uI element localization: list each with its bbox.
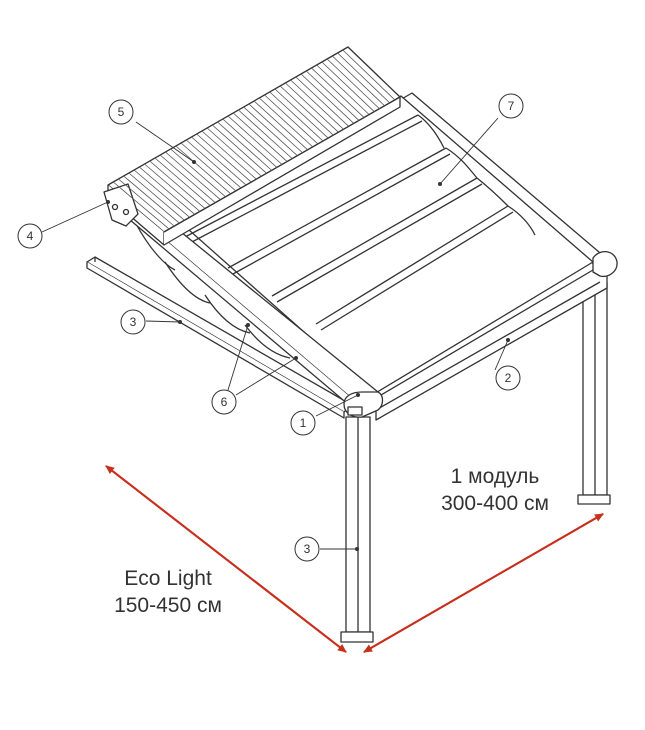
cassette-slat <box>332 55 385 107</box>
cassette-slat <box>222 118 278 168</box>
cassette-slat <box>112 181 170 230</box>
cassette-slat <box>165 151 221 201</box>
cassette-slat <box>259 97 314 148</box>
back-post <box>577 282 611 505</box>
cassette-slat <box>196 133 252 183</box>
cassette-slat <box>232 112 288 162</box>
cassette-slat <box>159 154 216 203</box>
callout-dots <box>106 160 510 551</box>
cassette-slat <box>305 70 360 121</box>
cassette-slat <box>311 67 365 118</box>
cassette-slat <box>238 109 293 159</box>
cassette-slat <box>180 142 237 192</box>
callout-5: 5 <box>108 99 134 125</box>
end-bracket <box>103 183 139 227</box>
cassette-slat <box>206 127 262 177</box>
cassette-slat <box>290 79 344 130</box>
cassette-slat <box>133 169 190 218</box>
cassette-slat <box>274 88 329 139</box>
cassette-slat <box>279 85 334 136</box>
cassette-slat <box>123 175 180 224</box>
depth-label-line1: Eco Light <box>124 567 212 590</box>
front-rail <box>375 269 608 421</box>
cassette-slats <box>112 49 396 230</box>
dimension-arrows <box>105 465 604 653</box>
cassette-slat <box>201 130 257 180</box>
cassette-slat <box>128 172 185 221</box>
callout-2: 2 <box>495 365 521 391</box>
callout-1: 1 <box>290 410 316 436</box>
callout-6-label: 6 <box>221 395 228 409</box>
cassette-slat <box>227 115 283 165</box>
cassette-slat <box>264 94 319 145</box>
cassette-slat <box>149 160 206 209</box>
cassette-slat <box>337 52 391 104</box>
width-label-line2: 300-400 см <box>441 492 549 515</box>
callout-4: 4 <box>17 223 43 249</box>
cassette-slat <box>170 148 226 198</box>
callout-3-beam: 3 <box>120 309 146 335</box>
cassette-slat <box>285 82 339 133</box>
depth-dimension-label: Eco Light 150-450 см <box>93 565 243 619</box>
cassette-slat <box>118 178 175 227</box>
cassette-slat <box>300 73 355 124</box>
callout-3-post-label: 3 <box>304 542 311 556</box>
width-dimension-label: 1 модуль 300-400 см <box>420 463 570 517</box>
cassette-slat <box>175 145 231 195</box>
cassette-slat <box>253 100 308 151</box>
callout-5-label: 5 <box>118 105 125 119</box>
cassette-slat <box>321 61 375 112</box>
width-label-line1: 1 модуль <box>450 465 540 488</box>
cassette-slat <box>243 106 298 156</box>
right-cap <box>592 251 618 278</box>
cassette-slat <box>269 91 324 142</box>
callout-6: 6 <box>211 389 237 415</box>
cassette-slat <box>217 121 273 171</box>
callout-2-label: 2 <box>505 371 512 385</box>
front-post <box>340 416 374 643</box>
callout-1-label: 1 <box>300 416 307 430</box>
cassette-slat <box>342 49 396 101</box>
cassette-slat <box>139 166 196 215</box>
cassette-slat <box>185 139 242 189</box>
side-beam <box>86 256 353 419</box>
callout-7: 7 <box>498 93 524 119</box>
cassette-slat <box>295 76 349 127</box>
depth-label-line2: 150-450 см <box>114 594 222 617</box>
callout-4-label: 4 <box>27 229 34 243</box>
callout-7-label: 7 <box>508 99 515 113</box>
callout-3-post: 3 <box>294 536 320 562</box>
callout-3-beam-label: 3 <box>130 315 137 329</box>
cassette-slat <box>191 136 247 186</box>
cassette-slat <box>316 64 370 115</box>
cassette-slat <box>212 124 267 174</box>
cassette-slat <box>248 103 303 154</box>
cassette-slat <box>154 157 211 206</box>
cassette-slat <box>326 58 380 110</box>
callout-leaders <box>41 117 509 550</box>
cassette-slat <box>144 163 201 212</box>
